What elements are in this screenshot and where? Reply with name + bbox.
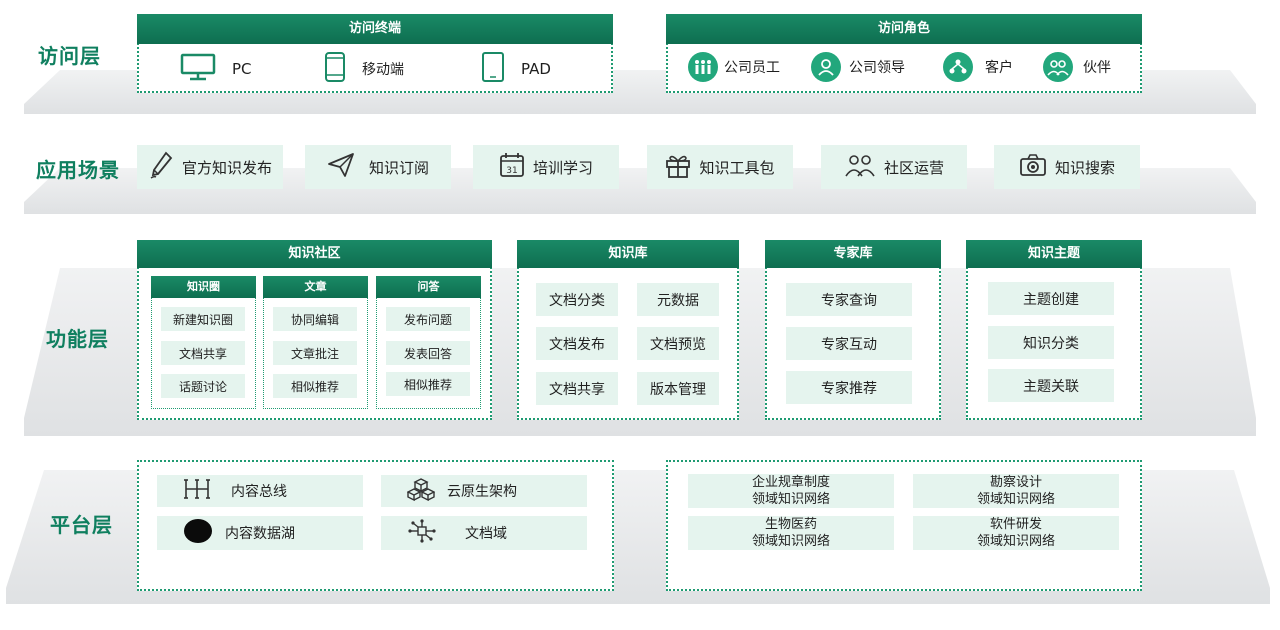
scene-subscribe[interactable]: 知识订阅: [305, 145, 451, 189]
knowledge-network-item[interactable]: 软件研发 领域知识网络: [913, 516, 1119, 550]
library-item[interactable]: 版本管理: [637, 372, 719, 405]
library-item[interactable]: 文档发布: [536, 327, 618, 360]
knowledge-network-item[interactable]: 企业规章制度 领域知识网络: [688, 474, 894, 508]
calendar-icon: 31: [499, 152, 525, 182]
scene-training[interactable]: 31 培训学习: [473, 145, 619, 189]
people-icon: [844, 152, 876, 182]
knowledge-network-item[interactable]: 勘察设计 领域知识网络: [913, 474, 1119, 508]
pen-icon: [148, 150, 174, 184]
role-partner[interactable]: 伙伴: [1043, 52, 1111, 82]
platform-cloud-native-label: 云原生架构: [447, 484, 517, 500]
community-col-circle-header: 知识圈: [151, 276, 256, 298]
scene-official-publish[interactable]: 官方知识发布: [137, 145, 283, 189]
platform-doc-domain[interactable]: 文档域: [381, 516, 587, 550]
experts-header: 专家库: [765, 240, 941, 268]
domain-icon: [407, 519, 437, 547]
scene-community[interactable]: 社区运营: [821, 145, 967, 189]
application-layer-label: 应用场景: [36, 158, 120, 182]
role-employee-label: 公司员工: [724, 60, 780, 76]
scene-subscribe-label: 知识订阅: [368, 158, 429, 177]
svg-text:31: 31: [506, 166, 517, 176]
terminal-pc[interactable]: PC: [180, 53, 252, 85]
partners-icon: [1043, 52, 1073, 82]
role-leader[interactable]: 公司领导: [811, 52, 905, 82]
platform-layer-label: 平台层: [50, 513, 113, 537]
gift-icon: [665, 152, 691, 182]
library-item[interactable]: 文档共享: [536, 372, 618, 405]
knowledge-network-line1: 生物医药: [764, 517, 817, 532]
knowledge-network-line2: 领域知识网络: [751, 492, 830, 507]
library-header: 知识库: [517, 240, 739, 268]
access-terminals-header: 访问终端: [137, 14, 613, 44]
person-icon: [811, 52, 841, 82]
platform-cloud-native[interactable]: 云原生架构: [381, 475, 587, 507]
group-icon: [688, 52, 718, 82]
community-item[interactable]: 相似推荐: [273, 374, 357, 398]
community-item[interactable]: 发布问题: [386, 307, 470, 331]
experts-item[interactable]: 专家查询: [786, 283, 912, 316]
topics-item[interactable]: 知识分类: [988, 326, 1114, 359]
role-leader-label: 公司领导: [849, 60, 905, 76]
cubes-icon: [406, 477, 436, 505]
topics-item[interactable]: 主题创建: [988, 282, 1114, 315]
paper-plane-icon: [327, 152, 355, 182]
camera-icon: [1019, 153, 1047, 181]
function-layer-label: 功能层: [46, 327, 109, 351]
knowledge-network-line2: 领域知识网络: [751, 534, 830, 549]
community-item[interactable]: 文档共享: [161, 341, 245, 365]
experts-item[interactable]: 专家互动: [786, 327, 912, 360]
platform-doc-domain-label: 文档域: [465, 526, 507, 542]
community-col-article-header: 文章: [263, 276, 368, 298]
terminal-mobile-label: 移动端: [362, 62, 404, 78]
library-item[interactable]: 元数据: [637, 283, 719, 316]
role-employee[interactable]: 公司员工: [688, 52, 780, 82]
library-item[interactable]: 文档分类: [536, 283, 618, 316]
role-customer-label: 客户: [985, 60, 1013, 76]
bus-icon: [183, 478, 211, 504]
scene-search[interactable]: 知识搜索: [994, 145, 1140, 189]
scene-search-label: 知识搜索: [1054, 158, 1115, 177]
scene-toolkit[interactable]: 知识工具包: [647, 145, 793, 189]
knowledge-network-item[interactable]: 生物医药 领域知识网络: [688, 516, 894, 550]
community-item[interactable]: 发表回答: [386, 341, 470, 365]
platform-content-bus-label: 内容总线: [231, 484, 287, 500]
community-item[interactable]: 话题讨论: [161, 374, 245, 398]
lake-icon: [183, 518, 213, 548]
access-layer-label: 访问层: [38, 44, 101, 68]
role-customer[interactable]: 客户: [943, 52, 1013, 82]
role-partner-label: 伙伴: [1083, 60, 1111, 76]
community-item[interactable]: 协同编辑: [273, 307, 357, 331]
access-roles-header: 访问角色: [666, 14, 1142, 44]
knowledge-network-line2: 领域知识网络: [976, 492, 1055, 507]
scene-toolkit-label: 知识工具包: [699, 158, 775, 177]
terminal-pad-label: PAD: [521, 60, 551, 78]
platform-content-bus[interactable]: 内容总线: [157, 475, 363, 507]
topics-header: 知识主题: [966, 240, 1142, 268]
scene-official-publish-label: 官方知识发布: [181, 158, 272, 177]
community-item[interactable]: 文章批注: [273, 341, 357, 365]
platform-data-lake-label: 内容数据湖: [225, 526, 295, 542]
library-item[interactable]: 文档预览: [637, 327, 719, 360]
knowledge-network-line1: 软件研发: [989, 517, 1042, 532]
community-col-qa-header: 问答: [376, 276, 481, 298]
knowledge-network-line1: 勘察设计: [989, 475, 1042, 490]
experts-item[interactable]: 专家推荐: [786, 371, 912, 404]
phone-icon: [324, 52, 346, 86]
topics-item[interactable]: 主题关联: [988, 369, 1114, 402]
community-item[interactable]: 新建知识圈: [161, 307, 245, 331]
tablet-icon: [481, 52, 505, 86]
knowledge-network-line1: 企业规章制度: [751, 475, 830, 490]
scene-training-label: 培训学习: [532, 158, 593, 177]
platform-data-lake[interactable]: 内容数据湖: [157, 516, 363, 550]
community-header: 知识社区: [137, 240, 492, 268]
terminal-pad[interactable]: PAD: [481, 52, 551, 86]
terminal-mobile[interactable]: 移动端: [324, 52, 404, 86]
scene-community-label: 社区运营: [883, 158, 944, 177]
network-icon: [943, 52, 973, 82]
monitor-icon: [180, 53, 216, 85]
terminal-pc-label: PC: [232, 60, 252, 78]
knowledge-network-line2: 领域知识网络: [976, 534, 1055, 549]
community-item[interactable]: 相似推荐: [386, 372, 470, 396]
